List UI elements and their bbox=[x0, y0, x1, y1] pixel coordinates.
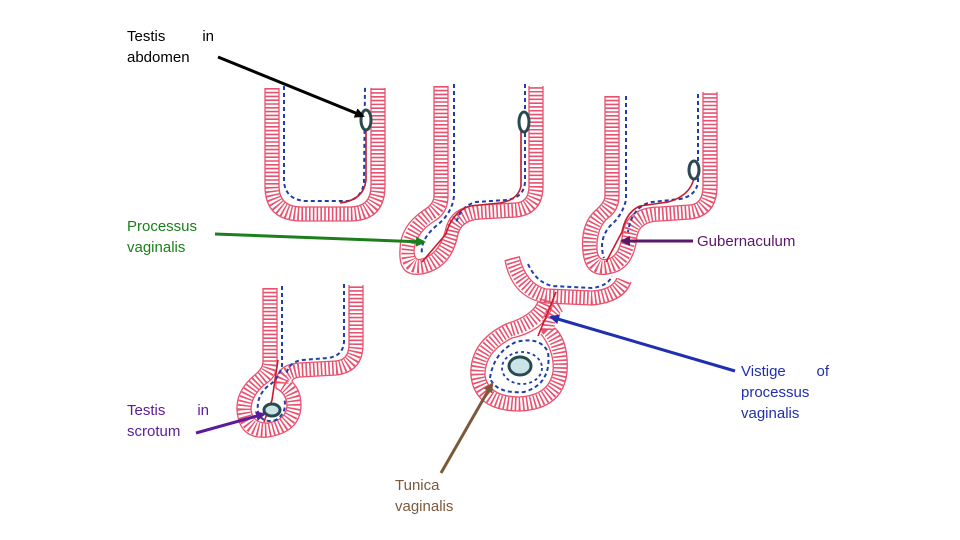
stage-2-processus-vaginalis bbox=[399, 84, 544, 275]
label-word: Vistige bbox=[741, 363, 786, 380]
arrow-vestige-of-processus bbox=[549, 314, 736, 373]
tunica-cavity bbox=[501, 351, 543, 385]
arrow-tunica-vaginalis bbox=[439, 382, 494, 474]
testis-stage-3 bbox=[687, 159, 701, 181]
gubernaculum-stage-2 bbox=[421, 128, 522, 263]
testis-stage-1 bbox=[359, 108, 373, 132]
label-word: Testis bbox=[127, 28, 166, 45]
label-vestige-line-1: Vistige of bbox=[741, 361, 829, 382]
label-processus-vaginalis-line-2: vaginalis bbox=[127, 239, 186, 256]
label-vestige-of-processus-vaginalis: Vistige of processus vaginalis bbox=[741, 361, 829, 424]
body-wall-stage-3 bbox=[583, 92, 717, 274]
label-vestige-line-2: processus bbox=[741, 384, 810, 401]
label-gubernaculum: Gubernaculum bbox=[697, 233, 796, 250]
label-vestige-line-3: vaginalis bbox=[741, 405, 800, 422]
label-testis-in-scrotum: Testis in scrotum bbox=[127, 400, 209, 442]
label-tunica-vaginalis-line-1: Tunica bbox=[395, 477, 440, 494]
label-testis-in-scrotum-line-2: scrotum bbox=[127, 423, 181, 440]
body-wall-stage-2 bbox=[401, 86, 543, 274]
gubernaculum-stage-3 bbox=[605, 177, 695, 263]
label-testis-in-abdomen-line-1: Testis in bbox=[127, 26, 214, 47]
label-processus-vaginalis-line-1: Processus bbox=[127, 218, 198, 235]
peritoneum-stage-5 bbox=[489, 263, 613, 394]
label-testis-in-abdomen-line-2: abdomen bbox=[127, 49, 190, 66]
label-tunica-vaginalis: Tunica vaginalis bbox=[395, 475, 453, 517]
stage-4-testis-in-scrotum bbox=[236, 284, 364, 438]
label-word: in bbox=[202, 28, 214, 45]
peritoneum-stage-3 bbox=[601, 94, 699, 259]
peritoneum-stage-1 bbox=[283, 85, 366, 202]
label-word: Testis bbox=[127, 402, 166, 419]
testis-stage-5 bbox=[507, 355, 533, 377]
vestige-of-processus-line bbox=[537, 291, 557, 337]
arrow-processus-vaginalis bbox=[214, 232, 426, 247]
testis-stage-2 bbox=[517, 110, 531, 134]
label-word: of bbox=[816, 363, 829, 380]
testis-stage-4 bbox=[262, 402, 282, 418]
stage-1-testis-in-abdomen bbox=[264, 85, 386, 222]
body-wall-outline-stage-2 bbox=[399, 86, 544, 275]
label-testis-in-scrotum-line-1: Testis in bbox=[127, 400, 209, 421]
body-wall-outline-stage-1 bbox=[264, 88, 386, 222]
stage-5-tunica-vaginalis bbox=[470, 255, 632, 412]
body-wall-stage-1 bbox=[265, 88, 385, 221]
label-testis-in-abdomen: Testis in abdomen bbox=[127, 26, 214, 68]
body-wall-stage-5 bbox=[471, 256, 631, 411]
label-processus-vaginalis: Processus vaginalis bbox=[127, 216, 197, 258]
body-wall-stage-4 bbox=[237, 285, 363, 437]
arrow-testis-in-abdomen bbox=[217, 55, 365, 118]
stage-3-gubernaculum bbox=[581, 92, 718, 275]
label-tunica-vaginalis-line-2: vaginalis bbox=[395, 498, 454, 515]
body-wall-outline-stage-4 bbox=[236, 285, 364, 438]
arrow-testis-in-scrotum bbox=[195, 411, 266, 435]
gubernaculum-stage-1 bbox=[339, 128, 367, 204]
label-word: in bbox=[197, 402, 209, 419]
body-wall-outline-stage-5 bbox=[470, 255, 632, 412]
